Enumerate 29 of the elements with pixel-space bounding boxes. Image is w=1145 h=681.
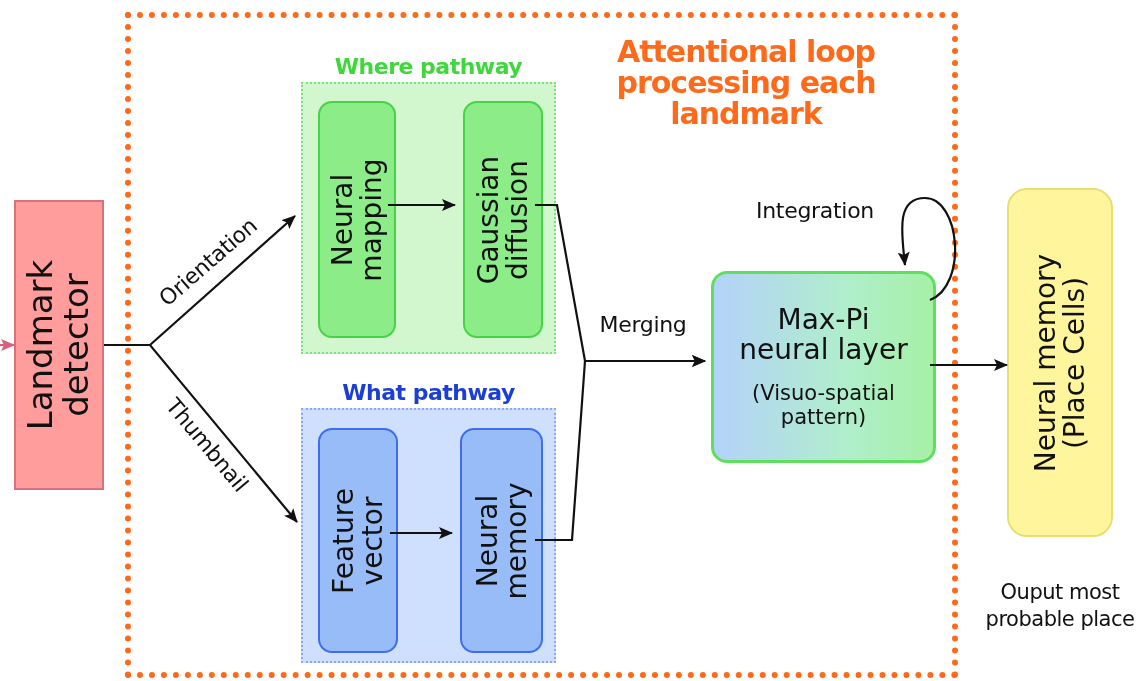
process-box xyxy=(460,428,543,653)
node-title: Max-Pi neural layer xyxy=(738,305,909,365)
loop-region xyxy=(125,12,958,678)
node-label: Neural memory xyxy=(472,481,531,601)
node-label: Neural memory (Place Cells) xyxy=(1030,252,1090,474)
region-title: Attentional loop processing each landmark xyxy=(615,36,877,129)
memory-box xyxy=(1007,188,1113,537)
arrow xyxy=(388,199,456,211)
panel-title: Where pathway xyxy=(333,54,524,79)
edge-label: Merging xyxy=(599,311,687,337)
arrow xyxy=(535,355,706,542)
node-label: Feature vector xyxy=(328,486,388,596)
node-caption: Ouput most probable place xyxy=(984,579,1136,633)
arrow xyxy=(104,343,298,523)
arrow xyxy=(0,339,15,351)
node-label: Landmark detector xyxy=(23,258,95,433)
process-box xyxy=(318,101,396,338)
detector-box xyxy=(14,200,104,490)
node-label: Neural mapping xyxy=(327,156,387,284)
arrow xyxy=(390,527,453,539)
edge-label: Integration xyxy=(756,197,874,223)
process-box xyxy=(318,428,398,653)
layer-box xyxy=(711,271,936,463)
process-box xyxy=(463,101,543,338)
arrow xyxy=(930,359,1008,371)
node-subtitle: (Visuo-spatial pattern) xyxy=(751,381,896,429)
node-label: Gaussian diffusion xyxy=(473,154,533,286)
loop-arrow xyxy=(897,196,956,301)
panel-title: What pathway xyxy=(341,380,516,405)
